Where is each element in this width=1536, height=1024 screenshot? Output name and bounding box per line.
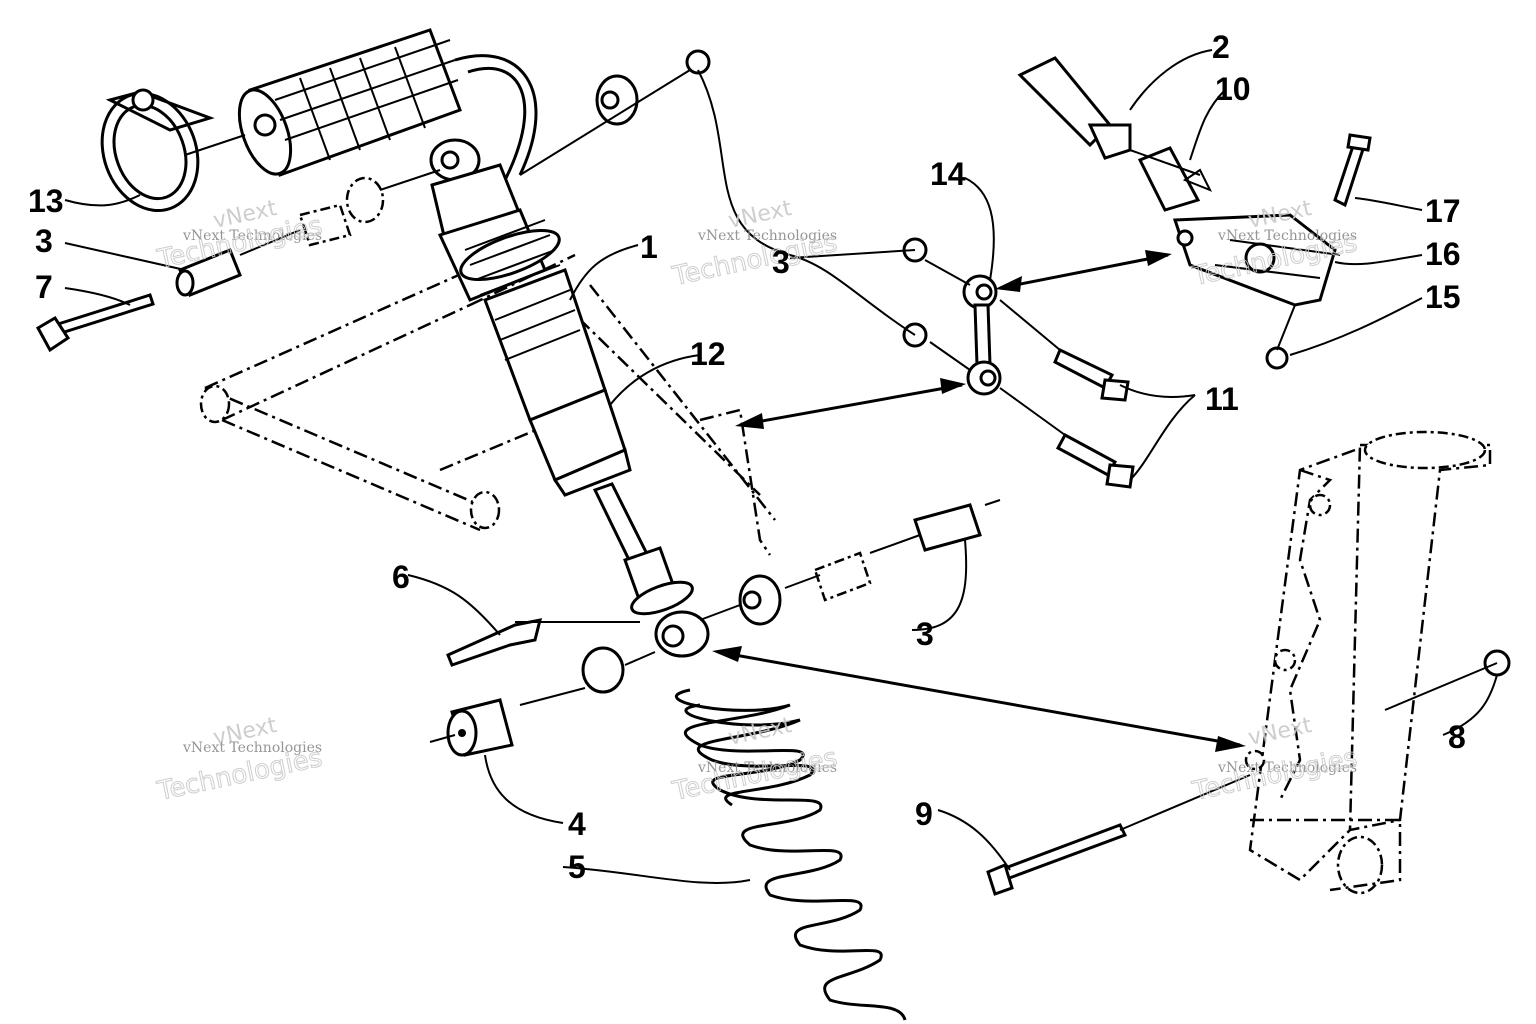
callout-labels: 1 2 3 3 4 5 6 7 8 9 10 11 12 13 14 15 16… (28, 29, 1466, 885)
svg-text:vNext Technologies: vNext Technologies (182, 228, 322, 244)
upper-bushings (175, 74, 639, 297)
callout-6: 6 (392, 559, 410, 595)
svg-text:Technologies: Technologies (1189, 743, 1360, 807)
callout-17: 17 (1425, 193, 1461, 229)
grease-fitting (446, 618, 543, 667)
svg-text:vNext: vNext (1246, 713, 1314, 751)
callout-7: 7 (35, 269, 53, 305)
callout-2: 2 (1212, 29, 1230, 65)
callout-10: 10 (1215, 71, 1251, 107)
phantom-rail-bracket (1244, 430, 1492, 895)
callout-15: 15 (1425, 279, 1461, 315)
coil-spring (674, 688, 907, 1021)
phantom-a-arm (199, 253, 776, 556)
adjuster-tool (1017, 56, 1213, 212)
reservoir-clamp (100, 88, 215, 213)
svg-text:vNext Technologies: vNext Technologies (1217, 228, 1357, 244)
alignment-lines (184, 69, 1296, 743)
linkage-rod (962, 274, 1002, 396)
shock-absorber (429, 138, 710, 658)
svg-text:vNext Technologies: vNext Technologies (697, 760, 837, 776)
lower-bushings (446, 503, 982, 757)
callout-13: 13 (28, 183, 64, 219)
callout-3-middle: 3 (772, 244, 790, 280)
callout-5: 5 (568, 849, 586, 885)
svg-text:vNext Technologies: vNext Technologies (697, 228, 837, 244)
callout-14: 14 (930, 156, 966, 192)
svg-text:vNext Technologies: vNext Technologies (1217, 760, 1357, 776)
shock-bracket (1172, 213, 1341, 307)
callout-3-left: 3 (35, 223, 53, 259)
callout-11: 11 (1205, 381, 1239, 417)
callout-1: 1 (640, 229, 658, 265)
callout-9: 9 (915, 796, 933, 832)
callout-16: 16 (1425, 236, 1461, 272)
leader-lines (64, 49, 1498, 884)
gas-reservoir (237, 28, 538, 181)
callout-8: 8 (1448, 719, 1466, 755)
callout-4: 4 (568, 806, 586, 842)
connection-arrows (712, 250, 1246, 752)
callout-3-lower: 3 (916, 616, 934, 652)
bolts (35, 133, 1372, 896)
callout-12: 12 (690, 336, 726, 372)
svg-text:vNext Technologies: vNext Technologies (182, 740, 322, 756)
